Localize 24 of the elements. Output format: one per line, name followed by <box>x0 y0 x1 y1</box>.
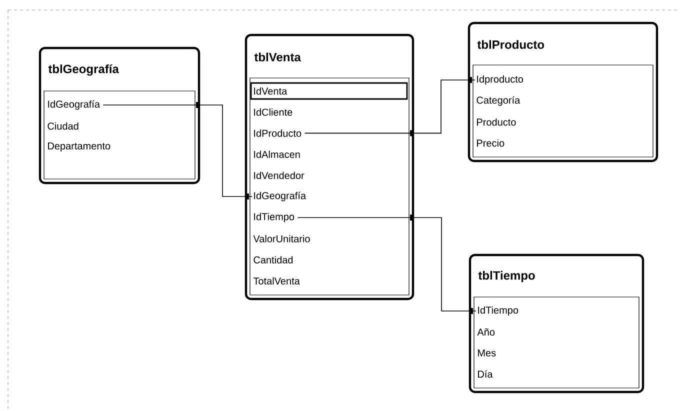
field-name: ValorUnitario <box>253 235 310 242</box>
field-name: TotalVenta <box>253 277 300 285</box>
field-name: Año <box>477 328 495 336</box>
field-name: Cantidad <box>254 256 293 264</box>
field-name: IdCliente <box>254 108 292 116</box>
field-name: IdGeografía <box>48 100 100 110</box>
field-name: Mes <box>478 350 496 356</box>
field-name: Ciudad <box>48 122 78 130</box>
field-name: IdVenta <box>250 82 408 100</box>
relationship-line <box>297 214 476 314</box>
field-name: Idproducto <box>477 75 524 85</box>
field-name: Producto <box>477 118 516 126</box>
relationship-line <box>304 77 476 136</box>
field-name: IdVendedor <box>254 172 304 180</box>
field-name: Día <box>478 370 493 378</box>
relationship-line <box>102 102 252 200</box>
field-name: Categoría <box>476 96 520 106</box>
field-name: IdGeografía <box>254 192 306 202</box>
field-name: IdProducto <box>254 130 302 137</box>
field-name: Precio <box>477 139 504 147</box>
field-name: Departamento <box>48 142 110 152</box>
field-name: IdTiempo <box>254 212 294 222</box>
field-name: IdTiempo <box>478 306 518 316</box>
field-name: IdAlmacen <box>254 150 300 158</box>
